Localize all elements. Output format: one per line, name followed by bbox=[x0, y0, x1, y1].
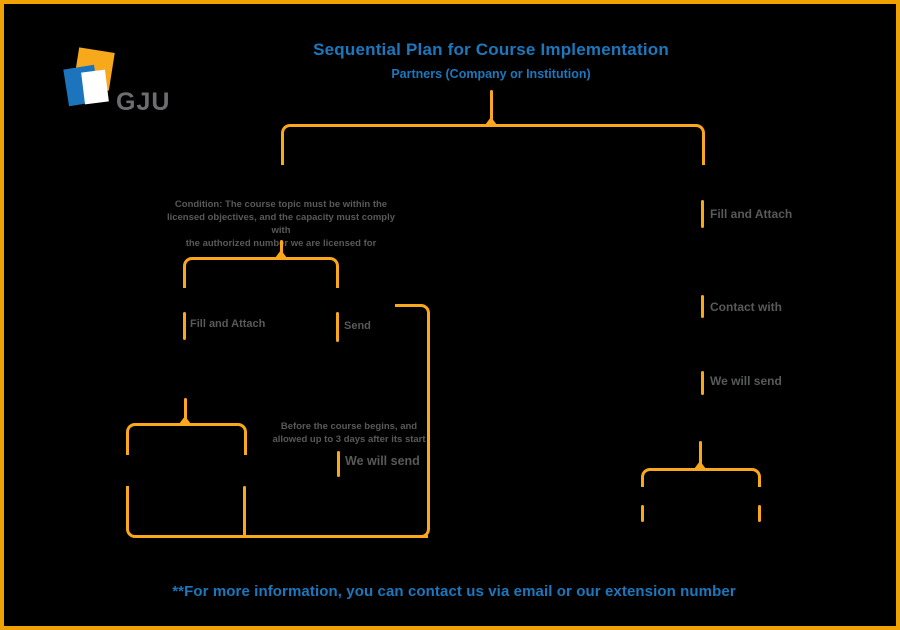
connector-right-tick-a bbox=[641, 505, 644, 522]
label-contact-with: Contact with bbox=[710, 300, 782, 314]
connector-tick-fill-attach-left bbox=[183, 312, 186, 340]
connector-tick-contact-with bbox=[701, 295, 704, 318]
connector-right-tick-b bbox=[758, 505, 761, 522]
connector-bottom-loop-tee bbox=[243, 486, 246, 537]
connector-lowerleft-flare bbox=[179, 416, 191, 424]
before-note-line-2: allowed up to 3 days after its start bbox=[272, 433, 426, 445]
footer-note: **For more information, you can contact … bbox=[172, 583, 736, 600]
connector-tick-wewillsend-left bbox=[337, 451, 340, 477]
connector-tick-wewillsend-right bbox=[701, 371, 704, 395]
connector-right-bracket bbox=[641, 468, 761, 487]
condition-line-2: licensed objectives, and the capacity mu… bbox=[166, 212, 396, 236]
condition-line-1: Condition: The course topic must be with… bbox=[174, 199, 388, 210]
connector-lowerleft-bracket bbox=[126, 423, 247, 455]
connector-tick-send bbox=[336, 312, 339, 342]
gju-logo: GJU bbox=[63, 44, 174, 119]
before-course-note: Before the course begins, and allowed up… bbox=[266, 421, 432, 446]
partners-label: Partners (Company or Institution) bbox=[391, 67, 591, 81]
label-we-will-send-left: We will send bbox=[345, 454, 420, 468]
connector-tick-fill-attach-right bbox=[701, 200, 704, 228]
connector-bottom-loop-right bbox=[395, 304, 430, 538]
before-note-line-1: Before the course begins, and bbox=[280, 421, 418, 432]
logo-text: GJU bbox=[116, 88, 171, 116]
label-fill-and-attach-right: Fill and Attach bbox=[710, 207, 793, 221]
connector-left-bracket bbox=[183, 257, 339, 288]
connector-root-flare bbox=[485, 117, 497, 125]
connector-root-stub bbox=[490, 90, 493, 120]
connector-top-bracket bbox=[281, 124, 705, 165]
connector-left-bracket-flare bbox=[275, 250, 287, 258]
connector-condition-stub bbox=[280, 240, 283, 257]
connector-lowerleft-stub bbox=[184, 398, 187, 425]
connector-bottom-loop-left bbox=[126, 486, 428, 538]
diagram-title: Sequential Plan for Course Implementatio… bbox=[313, 40, 669, 59]
label-fill-and-attach-left: Fill and Attach bbox=[190, 318, 266, 330]
label-we-will-send-right: We will send bbox=[710, 374, 782, 388]
connector-right-split-flare bbox=[694, 461, 706, 469]
label-send: Send bbox=[344, 320, 371, 332]
connector-right-split-stub bbox=[699, 441, 702, 465]
